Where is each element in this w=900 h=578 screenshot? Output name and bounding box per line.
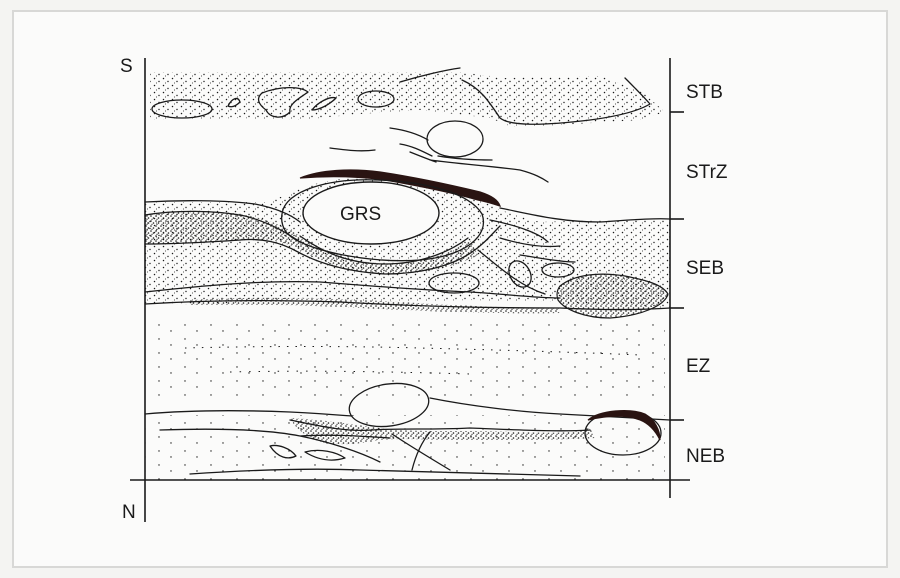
ez-stipple <box>150 320 665 400</box>
zone-label-neb: NEB <box>686 446 725 467</box>
zone-label-stb: STB <box>686 82 723 103</box>
zone-label-seb: SEB <box>686 258 724 279</box>
strz-streak <box>330 148 375 151</box>
grs-label: GRS <box>340 204 381 225</box>
north-label: N <box>122 502 136 523</box>
zone-label-ez: EZ <box>686 356 711 377</box>
zone-label-strz: STrZ <box>686 162 728 183</box>
strz-oval <box>427 121 483 157</box>
south-label: S <box>120 56 133 77</box>
